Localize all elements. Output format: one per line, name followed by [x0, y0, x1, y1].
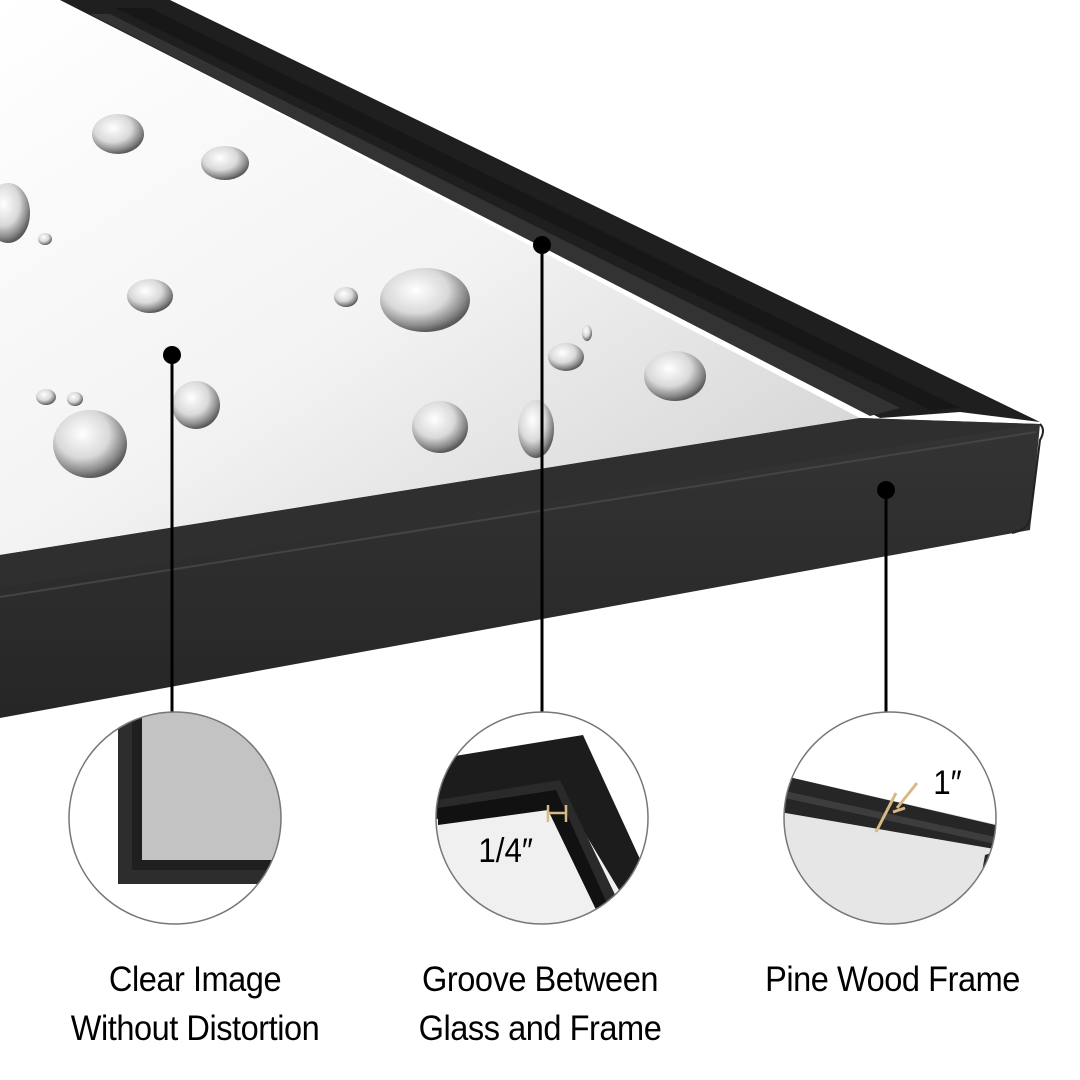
frame-width-dimension-label: 1″ — [933, 764, 962, 802]
water-droplets — [0, 114, 706, 478]
caption-pine-wood: Pine Wood Frame — [732, 955, 1053, 1004]
caption-groove: Groove Between Glass and Frame — [382, 955, 698, 1053]
pine-measure-marker — [874, 782, 919, 833]
detail-circle-groove — [435, 711, 649, 925]
caption-clear-image-line2: Without Distortion — [70, 1009, 320, 1048]
caption-groove-line2: Glass and Frame — [418, 1009, 662, 1048]
frame-top-rail — [60, 0, 1040, 422]
detail-circle-clear-image — [68, 711, 282, 925]
groove-measure-marker — [546, 805, 568, 822]
groove-dimension-label: 1/4″ — [478, 832, 533, 870]
caption-groove-line1: Groove Between — [422, 960, 658, 999]
caption-clear-image-line1: Clear Image — [108, 960, 282, 999]
caption-clear-image: Clear Image Without Distortion — [37, 955, 353, 1053]
detail-circle-pine-wood — [783, 711, 997, 925]
callout-leaders — [163, 236, 895, 712]
caption-pine-wood-line1: Pine Wood Frame — [765, 960, 1020, 999]
